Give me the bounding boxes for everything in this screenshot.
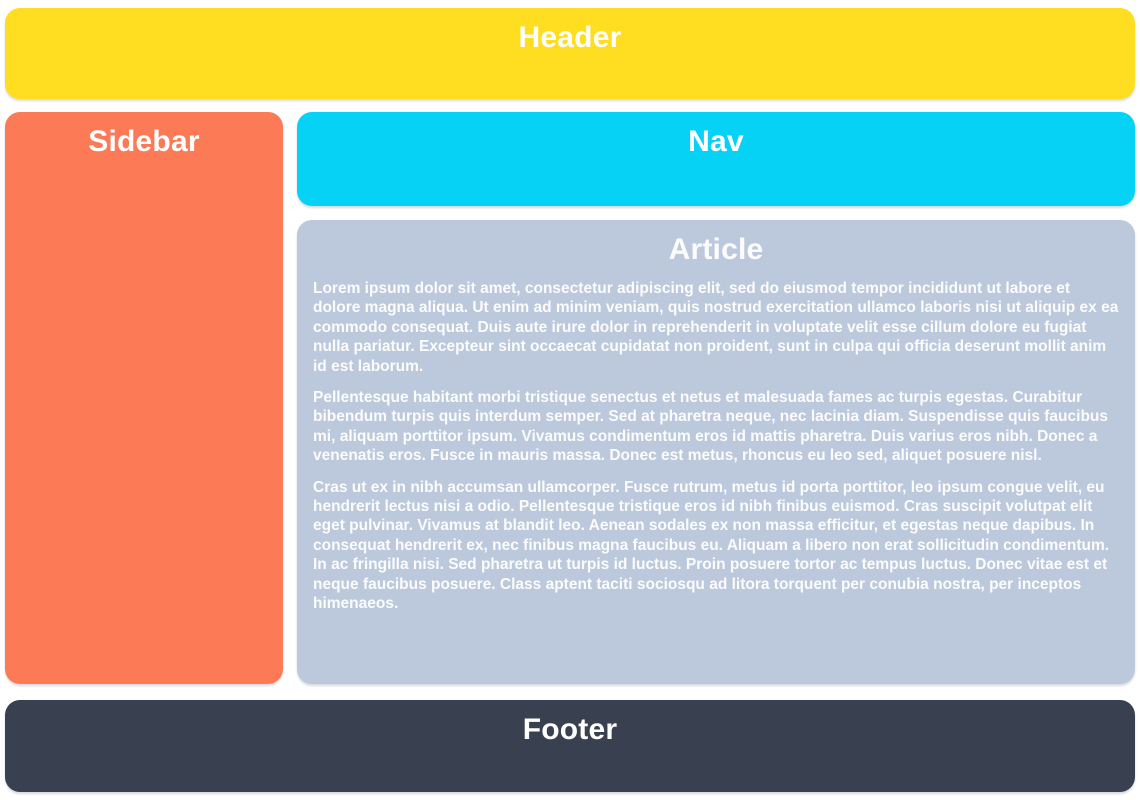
article-paragraph-2: Pellentesque habitant morbi tristique se… [313, 389, 1108, 465]
nav-bar: Nav [297, 112, 1135, 206]
page-header: Header [5, 8, 1135, 99]
header-title: Header [518, 21, 622, 54]
page-footer: Footer [5, 700, 1135, 792]
sidebar: Sidebar [5, 112, 283, 684]
main-row: Sidebar Nav Article Lorem ipsum dolor si… [5, 112, 1135, 684]
content-column: Nav Article Lorem ipsum dolor sit amet, … [297, 112, 1135, 684]
article-paragraph-1: Lorem ipsum dolor sit amet, consectetur … [313, 280, 1119, 375]
article: Article Lorem ipsum dolor sit amet, cons… [297, 220, 1135, 684]
article-title: Article [668, 233, 764, 266]
sidebar-title: Sidebar [88, 125, 200, 158]
footer-title: Footer [522, 713, 618, 746]
article-paragraph-3: Cras ut ex in nibh accumsan ullamcorper.… [313, 478, 1110, 613]
nav-title: Nav [688, 125, 744, 158]
